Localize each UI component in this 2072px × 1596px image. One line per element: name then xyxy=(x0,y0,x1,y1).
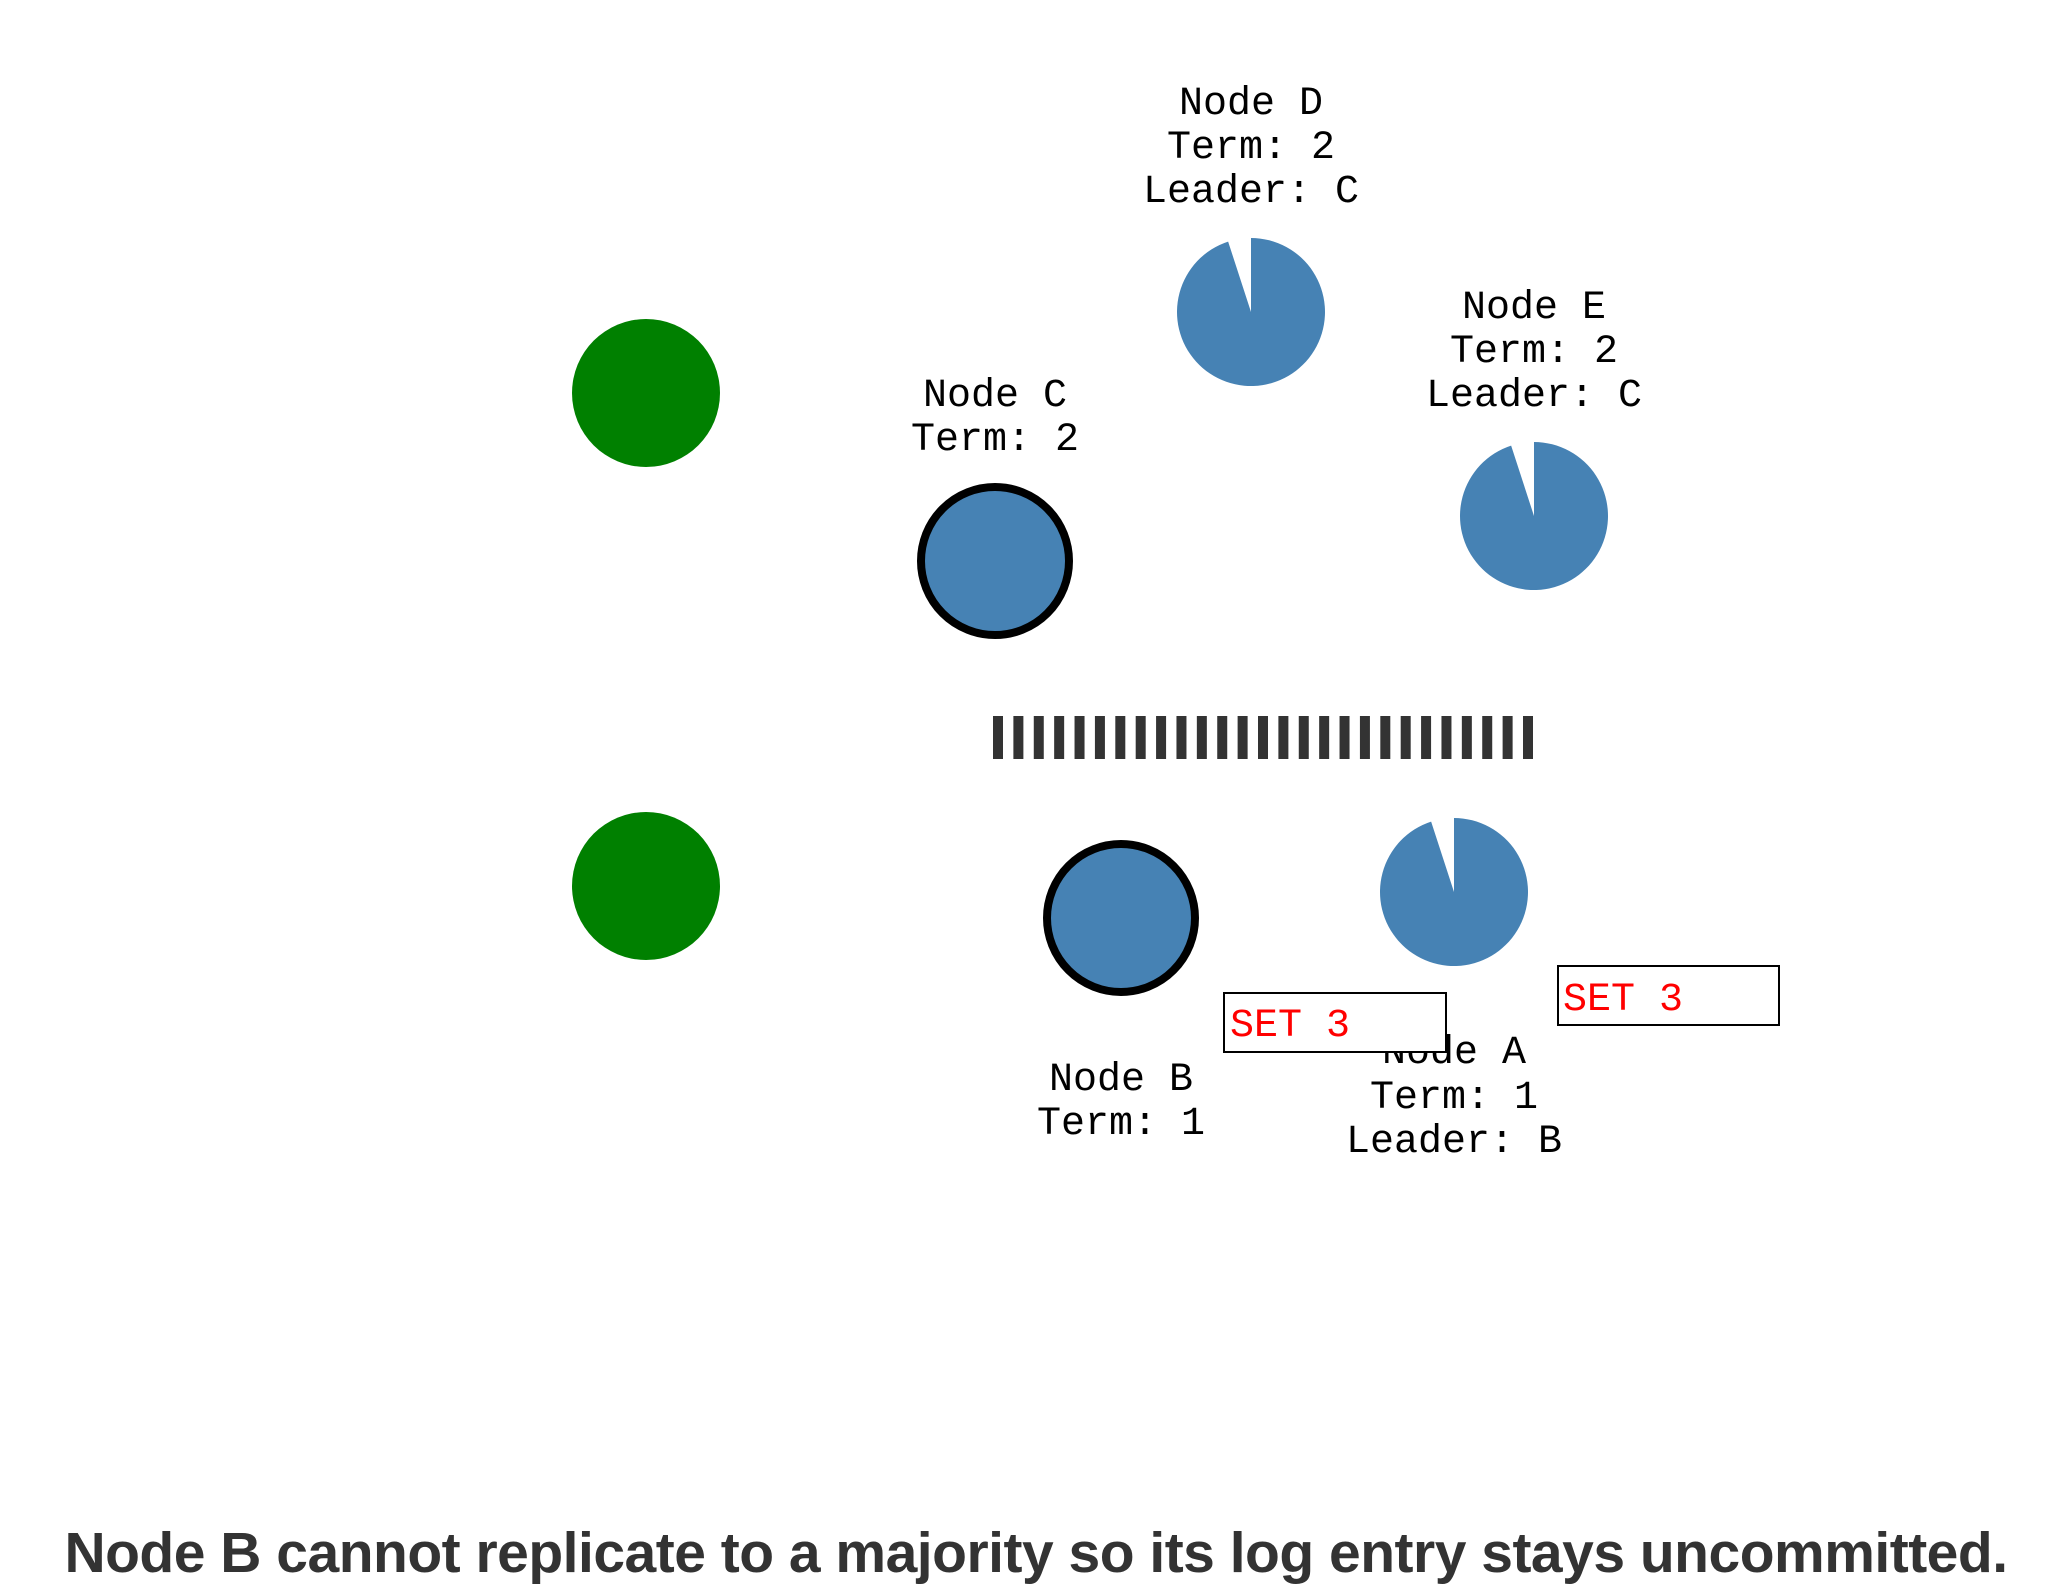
log-entry-node-b: SET 3 xyxy=(1223,992,1447,1053)
node-a-leader: Leader: B xyxy=(1346,1120,1562,1165)
partition-dash xyxy=(1196,716,1207,759)
node-d-leader: Leader: C xyxy=(1143,170,1359,215)
partition-dash xyxy=(1135,716,1146,759)
node-d: Node D Term: 2 Leader: C xyxy=(1143,82,1359,386)
partition-dash xyxy=(1441,716,1452,759)
partition-dash xyxy=(1380,716,1391,759)
client-node-top xyxy=(572,319,720,467)
partition-dash xyxy=(1502,716,1513,759)
node-c: Node C Term: 2 xyxy=(911,374,1079,639)
node-a: Node A Term: 1 Leader: B xyxy=(1346,818,1562,1165)
partition-dash xyxy=(1482,716,1493,759)
network-partition xyxy=(993,716,1533,759)
partition-dash xyxy=(1319,716,1330,759)
node-e: Node E Term: 2 Leader: C xyxy=(1426,286,1642,591)
partition-dash xyxy=(993,716,1003,759)
log-entry-text: SET 3 xyxy=(1230,1004,1350,1049)
node-e-leader: Leader: C xyxy=(1426,374,1642,419)
partition-dash xyxy=(1461,716,1472,759)
log-entry-text: SET 3 xyxy=(1563,978,1683,1023)
node-c-name: Node C xyxy=(923,374,1067,419)
node-b: Node B Term: 1 xyxy=(1037,840,1205,1147)
log-entry-node-a: SET 3 xyxy=(1557,965,1780,1026)
caption: Node B cannot replicate to a majority so… xyxy=(64,1521,2008,1585)
partition-dash xyxy=(1298,716,1309,759)
partition-dash xyxy=(1400,716,1411,759)
partition-dash xyxy=(1339,716,1350,759)
node-a-term: Term: 1 xyxy=(1370,1076,1538,1121)
partition-dash xyxy=(1094,716,1105,759)
partition-dash xyxy=(1278,716,1289,759)
partition-dash xyxy=(1033,716,1044,759)
partition-dash xyxy=(1421,716,1432,759)
node-b-name: Node B xyxy=(1049,1058,1193,1103)
partition-dash xyxy=(1217,716,1228,759)
node-c-circle xyxy=(917,483,1073,639)
node-e-circle xyxy=(1460,442,1609,591)
node-d-circle xyxy=(1177,238,1325,386)
partition-dash xyxy=(1115,716,1126,759)
partition-dash xyxy=(1156,716,1167,759)
node-a-circle xyxy=(1380,818,1529,967)
partition-dash xyxy=(1074,716,1085,759)
partition-dash xyxy=(1176,716,1187,759)
partition-dash xyxy=(1054,716,1065,759)
node-b-circle xyxy=(1043,840,1199,996)
node-b-term: Term: 1 xyxy=(1037,1102,1205,1147)
log-entry-box xyxy=(1557,965,1780,1026)
partition-dash xyxy=(1523,716,1533,759)
node-e-name: Node E xyxy=(1462,286,1606,331)
client-node-bottom xyxy=(572,812,720,960)
log-entry-box xyxy=(1223,992,1447,1053)
node-d-name: Node D xyxy=(1179,82,1323,127)
node-e-term: Term: 2 xyxy=(1450,330,1618,375)
node-d-term: Term: 2 xyxy=(1167,126,1335,171)
partition-dash xyxy=(1237,716,1248,759)
partition-dash xyxy=(1013,716,1024,759)
node-c-term: Term: 2 xyxy=(911,418,1079,463)
partition-dash xyxy=(1258,716,1268,759)
partition-dash xyxy=(1359,716,1370,759)
